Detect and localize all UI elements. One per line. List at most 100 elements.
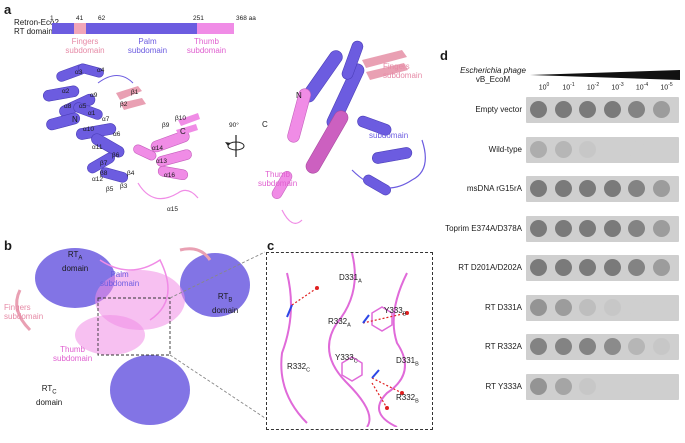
label-b8: β8 bbox=[100, 170, 108, 177]
label-a14: α14 bbox=[152, 145, 163, 152]
rotation-label: 90° bbox=[229, 122, 239, 129]
label-n-left: N bbox=[72, 115, 78, 124]
dilution-label: 10-5 bbox=[660, 82, 673, 92]
plaque-spot bbox=[554, 377, 572, 395]
right-thumb-label: Thumb subdomain bbox=[258, 170, 298, 188]
rt-structure-front-view bbox=[42, 63, 200, 200]
dilution-label: 100 bbox=[538, 82, 550, 92]
label-b7: β7 bbox=[100, 160, 108, 167]
rotate-icon bbox=[225, 135, 245, 157]
label-a3: α3 bbox=[75, 69, 83, 76]
plate-row bbox=[526, 215, 679, 242]
plaque-spot bbox=[603, 101, 621, 118]
strain-label: RT D201A/D202A bbox=[458, 263, 522, 272]
plaque-spot bbox=[603, 298, 621, 316]
strain-label: RT Y333A bbox=[485, 381, 522, 391]
plaque-spot bbox=[652, 377, 670, 395]
label-a2: α2 bbox=[62, 88, 70, 95]
plaque-spot bbox=[554, 298, 572, 316]
label-a12: α12 bbox=[92, 176, 103, 183]
rtc-label: RTC domain bbox=[36, 384, 63, 407]
label-a1: α1 bbox=[88, 110, 96, 117]
rtb-label: RTB domain bbox=[212, 292, 239, 315]
plaque-spot bbox=[554, 219, 572, 237]
label-a11: α11 bbox=[92, 144, 103, 151]
zoom-box bbox=[266, 252, 433, 430]
label-n-right: N bbox=[296, 91, 302, 100]
tick-41: 41 bbox=[76, 15, 84, 22]
label-a4: α4 bbox=[97, 67, 105, 74]
plaque-spot bbox=[628, 140, 645, 158]
bar-title-line2: RT domain bbox=[14, 27, 53, 36]
panel-d-letter: d bbox=[440, 48, 448, 63]
rt-trimer-structure bbox=[15, 247, 265, 425]
plaque-spot bbox=[628, 101, 645, 118]
label-b6: β6 bbox=[112, 152, 120, 159]
plaque-spot bbox=[652, 259, 670, 276]
plaque-spot bbox=[603, 219, 621, 237]
plaque-spot bbox=[603, 377, 621, 395]
plaque-spot bbox=[603, 338, 621, 355]
plaque-spot bbox=[652, 219, 670, 237]
plaque-spot bbox=[579, 377, 596, 395]
plaque-spot bbox=[652, 298, 670, 316]
bar-palm-seg2 bbox=[86, 23, 197, 34]
strain-label: msDNA rG15rA bbox=[466, 184, 522, 193]
b-thumb-label: Thumb subdomain bbox=[53, 345, 93, 363]
plate-row bbox=[526, 373, 679, 400]
phage-label: Escherichia phage vB_EcoM bbox=[460, 66, 526, 84]
strain-label: Empty vector bbox=[475, 105, 522, 114]
plaque-spot bbox=[628, 338, 645, 355]
bar-title-line1: Retron-Eco2 bbox=[14, 18, 59, 27]
label-b2: β2 bbox=[120, 101, 128, 108]
label-b5: β5 bbox=[106, 186, 114, 193]
label-c-right: C bbox=[262, 120, 268, 129]
plaque-spot bbox=[603, 180, 621, 197]
plate-row bbox=[526, 255, 679, 281]
plaque-spot bbox=[530, 377, 547, 395]
plaque-spot bbox=[628, 259, 645, 276]
label-a8: α8 bbox=[64, 103, 72, 110]
palm-label: Palm subdomain bbox=[127, 37, 168, 55]
dilution-label: 10-3 bbox=[611, 82, 624, 92]
plaque-spot bbox=[530, 338, 547, 355]
active-site-detail bbox=[280, 253, 409, 427]
label-b10: β10 bbox=[175, 115, 186, 122]
label-r332a: R332A bbox=[328, 317, 351, 329]
plaque-spot bbox=[554, 259, 572, 276]
plaque-spot bbox=[579, 140, 596, 158]
plaque-spot bbox=[554, 338, 572, 355]
bar-palm-seg1 bbox=[52, 23, 74, 34]
strain-label: RT D331A bbox=[484, 302, 522, 312]
plaque-spot bbox=[554, 101, 572, 118]
label-a9: α9 bbox=[90, 92, 98, 99]
plaque-spot bbox=[579, 101, 596, 118]
label-a5: α5 bbox=[79, 103, 87, 110]
dilution-wedge bbox=[530, 70, 680, 80]
plaque-spot bbox=[530, 259, 547, 276]
dilution-label: 10-1 bbox=[562, 82, 575, 92]
strain-label: Wild-type bbox=[488, 144, 522, 154]
plaque-spot bbox=[579, 298, 596, 316]
rta-label: RTA domain bbox=[62, 250, 89, 273]
plaque-spot bbox=[530, 101, 547, 118]
right-fingers-label: Fingers subdomain bbox=[383, 62, 423, 80]
plate-row bbox=[526, 97, 679, 123]
label-a13: α13 bbox=[156, 158, 167, 165]
right-palm-label: Palm subdomain bbox=[369, 122, 409, 140]
plaque-spot bbox=[628, 377, 645, 395]
plaque-spot bbox=[603, 140, 621, 158]
plaque-spot bbox=[579, 338, 596, 355]
plaque-spot bbox=[530, 140, 547, 158]
plaque-spot bbox=[628, 180, 645, 197]
label-a7: α7 bbox=[102, 116, 110, 123]
dilution-label: 10-2 bbox=[586, 82, 600, 92]
label-a6: α6 bbox=[113, 131, 121, 138]
strain-label: RT R332A bbox=[484, 342, 522, 351]
plaque-spot bbox=[554, 140, 572, 158]
panel-a-letter: a bbox=[4, 2, 12, 17]
plaque-spot bbox=[652, 338, 670, 355]
label-b1: β1 bbox=[131, 89, 139, 96]
plate-row bbox=[526, 294, 679, 321]
label-b4: β4 bbox=[127, 170, 135, 177]
